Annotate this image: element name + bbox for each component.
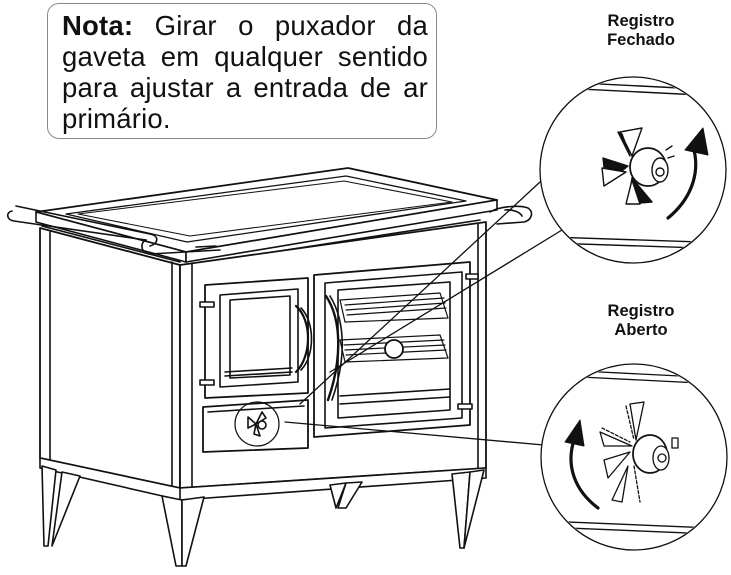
label-registro-fechado: Registro Fechado [581, 12, 701, 50]
arrow-counterclockwise-icon [564, 419, 600, 510]
towel-rail [6, 205, 533, 255]
note-box: Nota: Girar o puxador da gaveta em qualq… [47, 3, 437, 139]
note-text: Nota: Girar o puxador da gaveta em qualq… [62, 10, 428, 134]
oven-door [313, 261, 479, 438]
note-bold-label: Nota: [62, 10, 134, 41]
ash-drawer [202, 399, 309, 453]
arrow-clockwise-icon [666, 127, 709, 220]
callout-lines [284, 181, 563, 447]
label-open-line2: Aberto [614, 321, 668, 339]
label-closed-line2: Fechado [607, 31, 675, 49]
drawer-handle [247, 411, 267, 437]
firebox-door [199, 277, 313, 399]
label-closed-line1: Registro [607, 12, 675, 30]
label-open-line1: Registro [607, 302, 675, 320]
stove-legs [41, 465, 485, 567]
label-registro-aberto: Registro Aberto [581, 302, 701, 340]
detail-open [540, 363, 728, 551]
detail-closed [539, 76, 727, 264]
note-body: Girar o puxador da gaveta em qualquer se… [62, 10, 428, 134]
stove-top [35, 167, 498, 265]
